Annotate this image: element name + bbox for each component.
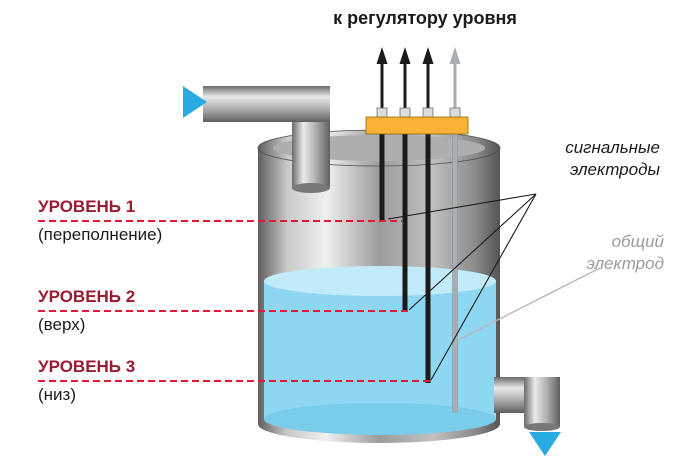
page-title: к регулятору уровня — [333, 8, 517, 28]
common-electrode-rod — [452, 129, 458, 413]
level-1-desc: (переполнение) — [38, 225, 163, 244]
signal-electrode-2 — [402, 130, 408, 312]
signal-electrode-3 — [425, 130, 431, 383]
signal-electrodes-label-line2: электроды — [569, 160, 660, 180]
regulator-arrows — [376, 47, 461, 112]
outlet-pipe — [494, 377, 560, 431]
level-1-label: УРОВЕНЬ 1 — [38, 197, 136, 216]
common-electrode-label-line2: электрод — [586, 254, 664, 274]
signal-electrodes-label-line1: сигнальные — [565, 138, 660, 157]
signal-electrode-1 — [379, 130, 385, 220]
level-3-desc: (низ) — [38, 385, 77, 404]
inlet-pipe — [203, 86, 330, 193]
level-lines — [38, 220, 431, 382]
common-electrode-label: общий электрод — [586, 231, 664, 275]
terminal-block — [365, 107, 469, 135]
level-2-label: УРОВЕНЬ 2 — [38, 287, 136, 306]
inlet-flow-icon — [183, 86, 207, 118]
common-electrode-label-line1: общий — [611, 232, 664, 251]
signal-electrodes-label: сигнальные электроды — [565, 137, 660, 181]
level-2-desc: (верх) — [38, 315, 86, 334]
pointer-lines — [387, 193, 601, 381]
water — [264, 266, 496, 435]
outlet-flow-icon — [529, 432, 561, 456]
level-3-label: УРОВЕНЬ 3 — [38, 357, 136, 376]
